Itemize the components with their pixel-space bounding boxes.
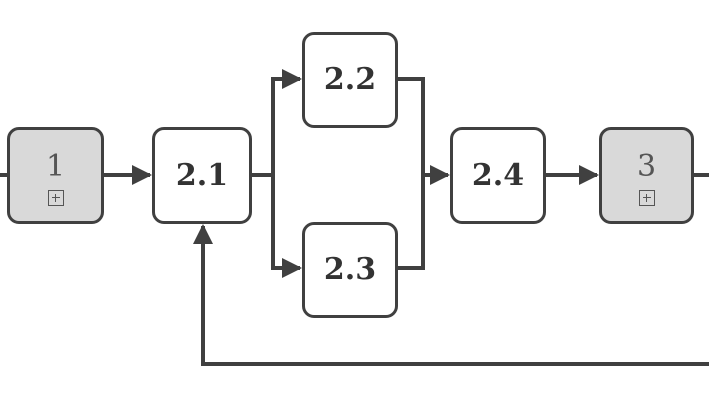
- node-label: 2.1: [175, 157, 229, 193]
- node-2-4[interactable]: 2.4: [450, 127, 546, 224]
- node-2-2[interactable]: 2.2: [302, 32, 398, 128]
- node-3[interactable]: 3: [599, 127, 694, 224]
- node-label: 2.4: [471, 157, 525, 193]
- node-label: 3: [636, 148, 657, 184]
- edge-loop-back-to-2-1: [193, 224, 709, 366]
- node-label: 1: [45, 148, 66, 184]
- node-2-3[interactable]: 2.3: [302, 222, 398, 318]
- node-2-1[interactable]: 2.1: [152, 127, 252, 224]
- expand-plus-icon[interactable]: [638, 189, 655, 206]
- node-label: 2.2: [323, 62, 377, 97]
- expand-plus-icon[interactable]: [47, 189, 64, 206]
- node-label: 2.3: [323, 252, 377, 287]
- node-1[interactable]: 1: [7, 127, 104, 224]
